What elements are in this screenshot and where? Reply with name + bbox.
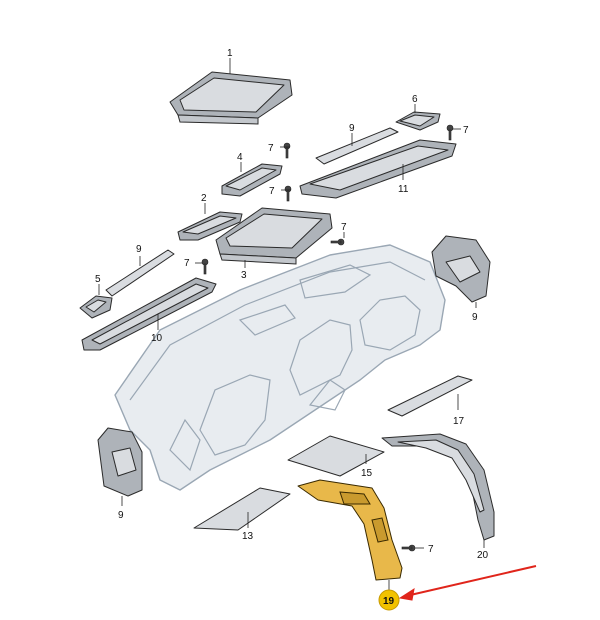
part-3-center-tray <box>215 207 333 265</box>
callout-5: 5 <box>95 274 101 285</box>
callout-7: 7 <box>268 143 274 154</box>
callout-9: 9 <box>118 510 124 521</box>
screw-bolt-icon <box>401 544 416 552</box>
part-6-small-cover <box>395 111 441 131</box>
highlight-badge-19: 19 <box>378 589 400 611</box>
callout-10: 10 <box>151 333 163 344</box>
callout-3: 3 <box>241 270 247 281</box>
screw-bolt-icon <box>284 185 292 202</box>
callout-6: 6 <box>412 94 418 105</box>
dashboard-carrier-outline <box>114 244 446 491</box>
part-9-trim-strip-top-right <box>315 127 399 165</box>
callout-13: 13 <box>242 531 254 542</box>
callout-2: 2 <box>201 193 207 204</box>
screw-bolt-icon <box>201 258 209 275</box>
callout-9: 9 <box>472 312 478 323</box>
part-9-trim-strip-left <box>105 249 175 297</box>
callout-7: 7 <box>184 258 190 269</box>
part-10-left-dash-trim <box>81 277 217 351</box>
callout-1: 1 <box>227 48 233 59</box>
callout-7: 7 <box>341 222 347 233</box>
part-4-vent-cover <box>221 163 283 197</box>
part-20-right-pillar-trim <box>381 433 495 541</box>
part-19-highlighted-pillar-trim <box>297 479 403 581</box>
callout-19: 19 <box>383 596 395 607</box>
part-9-left-lower-vent <box>97 427 143 497</box>
part-1-top-storage-tray <box>169 71 293 125</box>
red-pointer-arrow <box>398 565 537 601</box>
part-5-side-vent <box>79 295 113 319</box>
part-9-right-side-vent <box>431 235 491 303</box>
callout-7: 7 <box>463 125 469 136</box>
callout-15: 15 <box>361 468 373 479</box>
part-2-trim-panel <box>177 211 243 241</box>
part-15-trim-plate <box>287 435 385 477</box>
callout-17: 17 <box>453 416 465 427</box>
callout-20: 20 <box>477 550 489 561</box>
callout-9: 9 <box>349 123 355 134</box>
screw-bolt-icon <box>446 124 454 141</box>
screw-bolt-icon <box>283 142 291 159</box>
part-11-upper-dash-trim <box>299 139 457 199</box>
screw-bolt-icon <box>330 238 345 246</box>
callout-4: 4 <box>237 152 243 163</box>
callout-7: 7 <box>428 544 434 555</box>
callout-11: 11 <box>398 184 409 195</box>
callout-9: 9 <box>136 244 142 255</box>
part-13-trim-plate <box>193 487 291 531</box>
part-17-trim-plate <box>387 375 473 417</box>
callout-7: 7 <box>269 186 275 197</box>
